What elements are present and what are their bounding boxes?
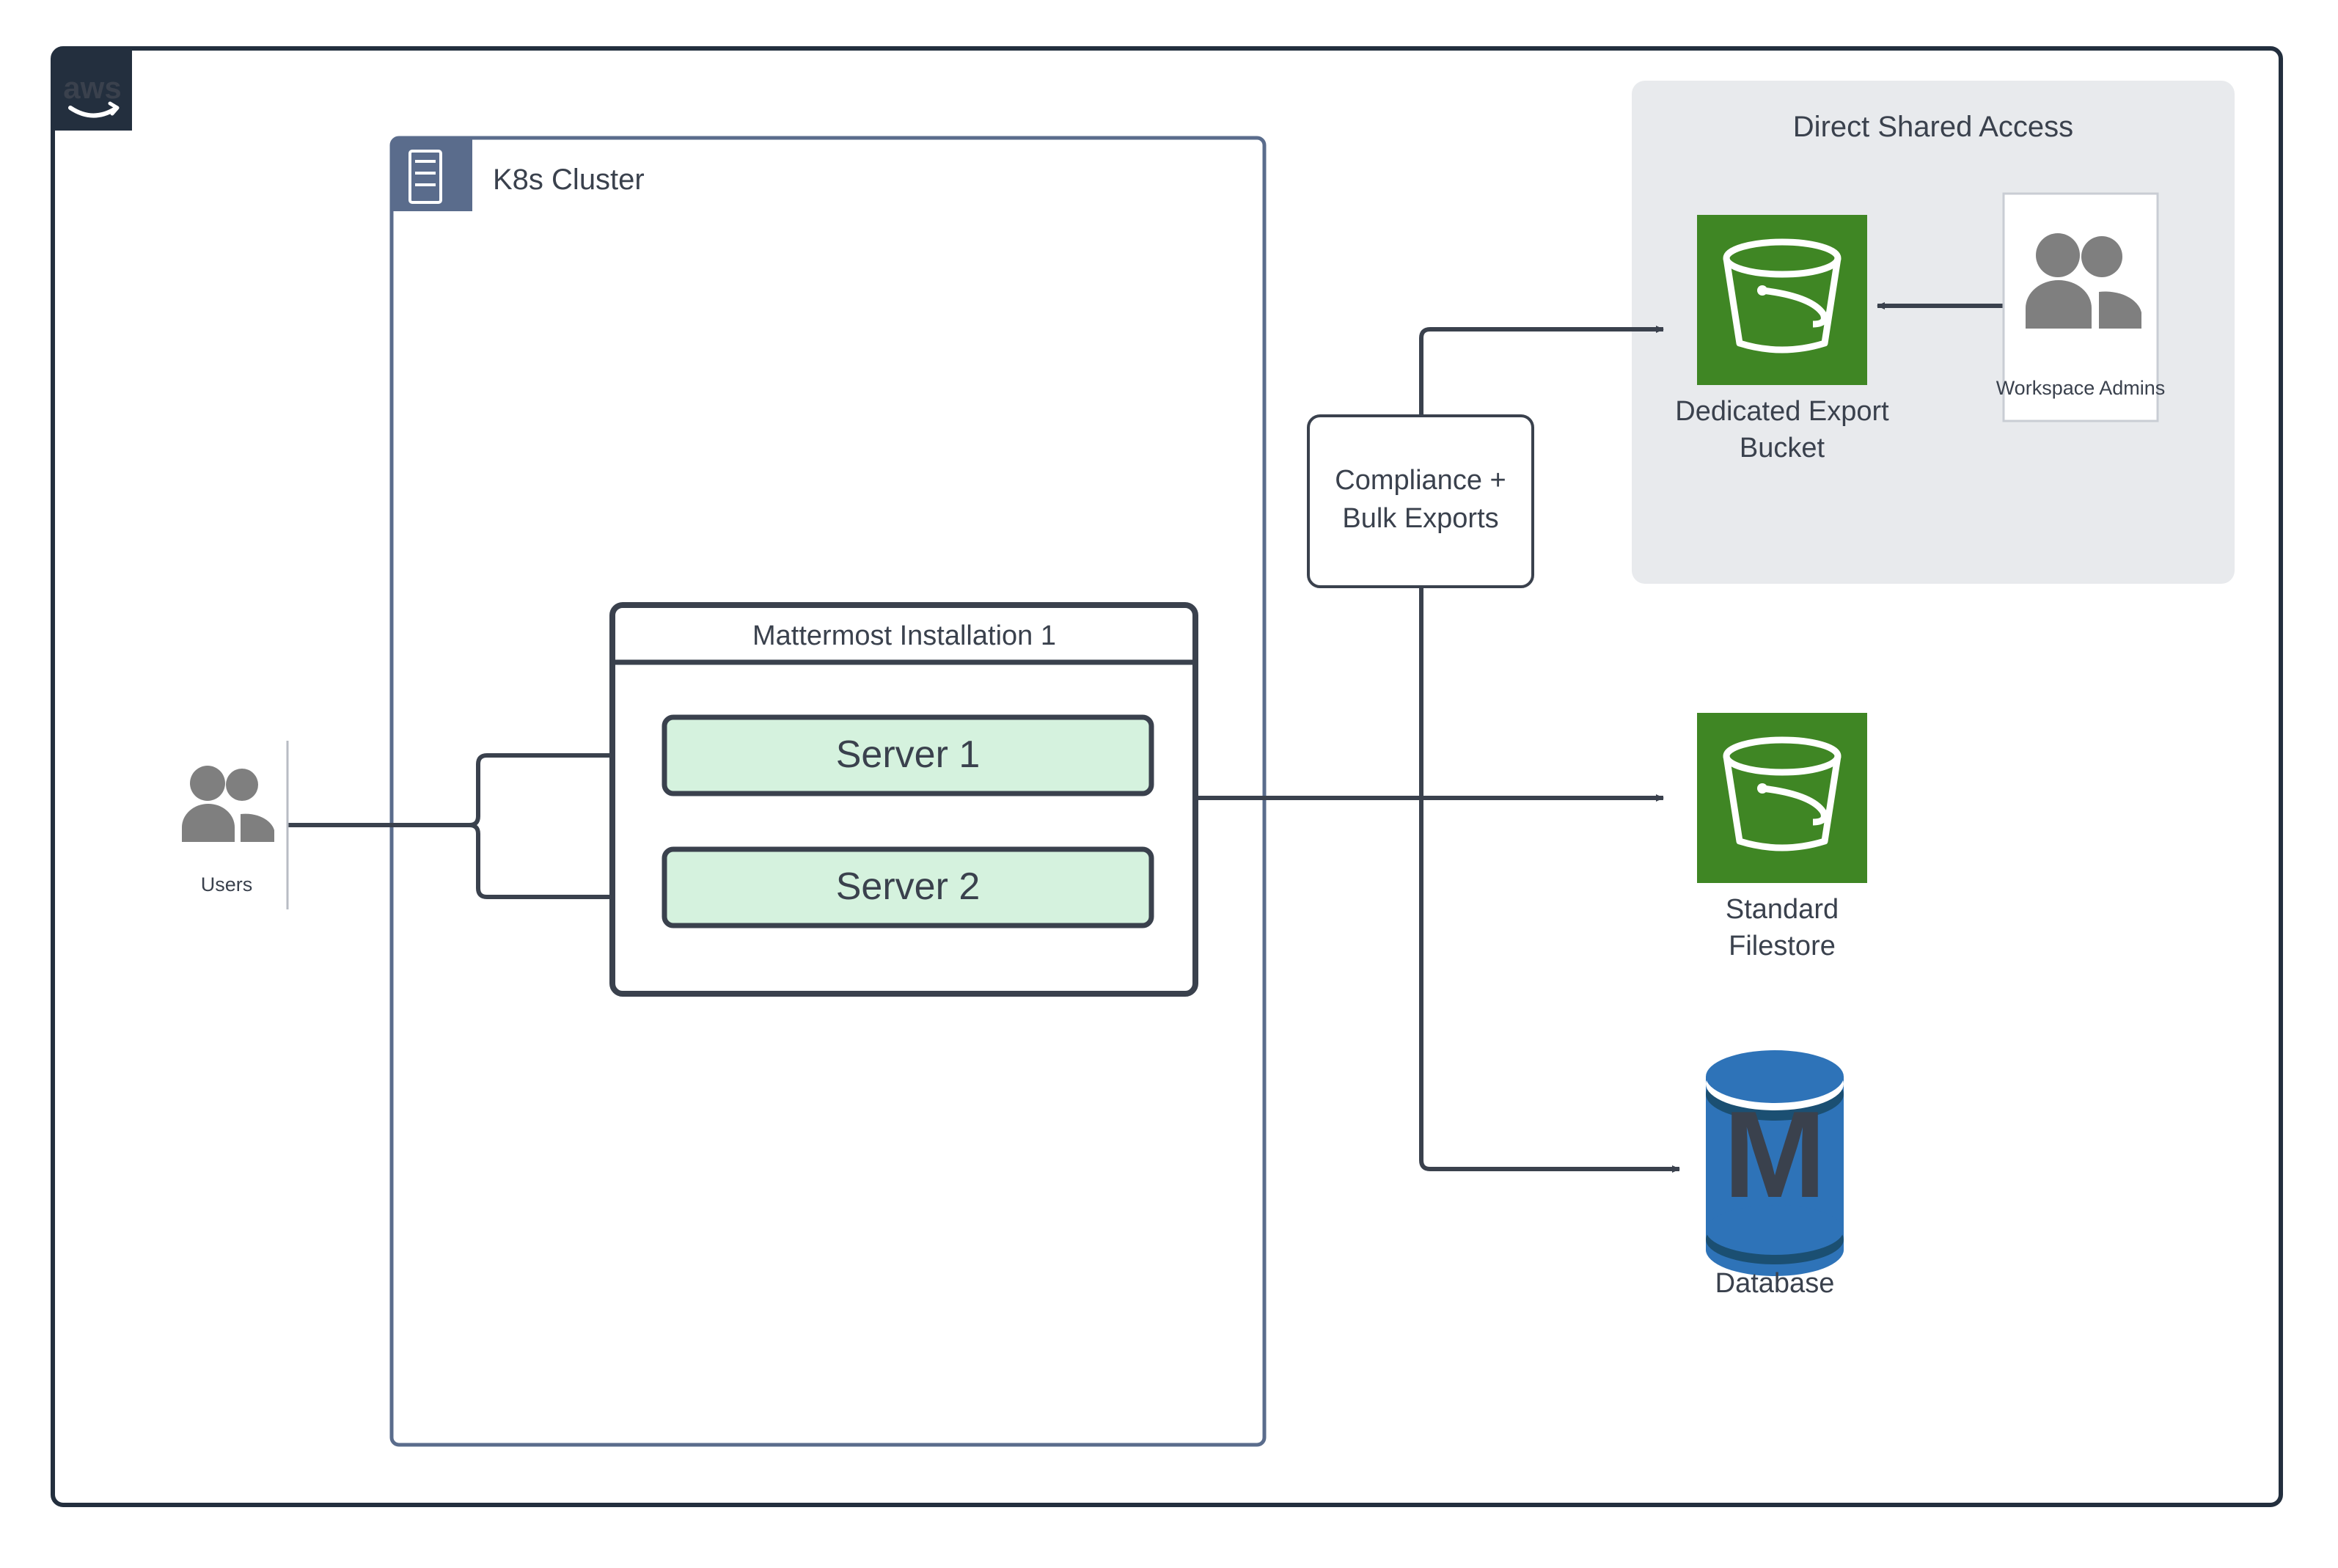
- aws-boundary: [51, 46, 2283, 1507]
- server-2-node[interactable]: Server 2: [662, 846, 1154, 928]
- k8s-cluster-group: K8s Cluster: [389, 136, 1267, 1447]
- compliance-label-line1: Compliance +: [1335, 465, 1506, 496]
- s3-bucket-glyph: [1723, 736, 1842, 851]
- workspace-admins-label: Workspace Admins: [1996, 377, 2166, 399]
- mattermost-title: Mattermost Installation 1: [752, 620, 1056, 651]
- aws-boundary-rect: [51, 46, 2283, 1507]
- aws-logo-text: aws: [63, 70, 121, 105]
- server-2-label: Server 2: [836, 865, 981, 908]
- edge-fork-to-server2: [469, 823, 651, 901]
- compliance-label-line2: Bulk Exports: [1342, 503, 1498, 534]
- dedicated-export-bucket-label-line1: Dedicated Export: [1675, 396, 1889, 427]
- s3-bucket-glyph: [1723, 238, 1842, 353]
- dedicated-export-bucket-node[interactable]: Dedicated Export Bucket: [1675, 215, 1889, 464]
- server-1-label: Server 1: [836, 733, 981, 776]
- users-label: Users: [201, 873, 253, 895]
- aws-logo: aws: [53, 48, 132, 131]
- server-1-rect: [662, 714, 1154, 796]
- edges-layer: [287, 302, 2004, 1173]
- server-2-rect: [662, 846, 1154, 928]
- users-icon: [182, 766, 274, 842]
- database-cylinder-icon: M: [1706, 1050, 1844, 1276]
- compliance-bulk-exports-node[interactable]: Compliance + Bulk Exports: [1307, 414, 1534, 588]
- database-label: Database: [1715, 1268, 1835, 1299]
- users-node[interactable]: Users: [166, 741, 289, 909]
- dedicated-export-bucket-label-line2: Bucket: [1740, 433, 1825, 464]
- server-rack-icon: [408, 150, 442, 204]
- standard-filestore-label-line2: Filestore: [1729, 931, 1836, 961]
- users-icon: [2026, 233, 2141, 329]
- edge-compliance-to-export-bucket: [1419, 326, 1664, 416]
- k8s-cluster-label: K8s Cluster: [493, 164, 645, 196]
- server-1-node[interactable]: Server 1: [662, 714, 1154, 796]
- database-letter: M: [1723, 1085, 1826, 1223]
- edge-compliance-to-database: [1419, 587, 1680, 1173]
- direct-shared-access-title: Direct Shared Access: [1793, 111, 2073, 143]
- workspace-admins-node[interactable]: Workspace Admins: [1996, 192, 2166, 422]
- k8s-cluster-rect: [389, 136, 1267, 1447]
- standard-filestore-label-line1: Standard: [1726, 894, 1839, 925]
- mattermost-installation-box[interactable]: Mattermost Installation 1 Server 1 Serve…: [609, 602, 1198, 997]
- database-node[interactable]: M Database: [1706, 1050, 1844, 1299]
- standard-filestore-node[interactable]: Standard Filestore: [1697, 713, 1867, 961]
- compliance-box-rect: [1307, 414, 1534, 588]
